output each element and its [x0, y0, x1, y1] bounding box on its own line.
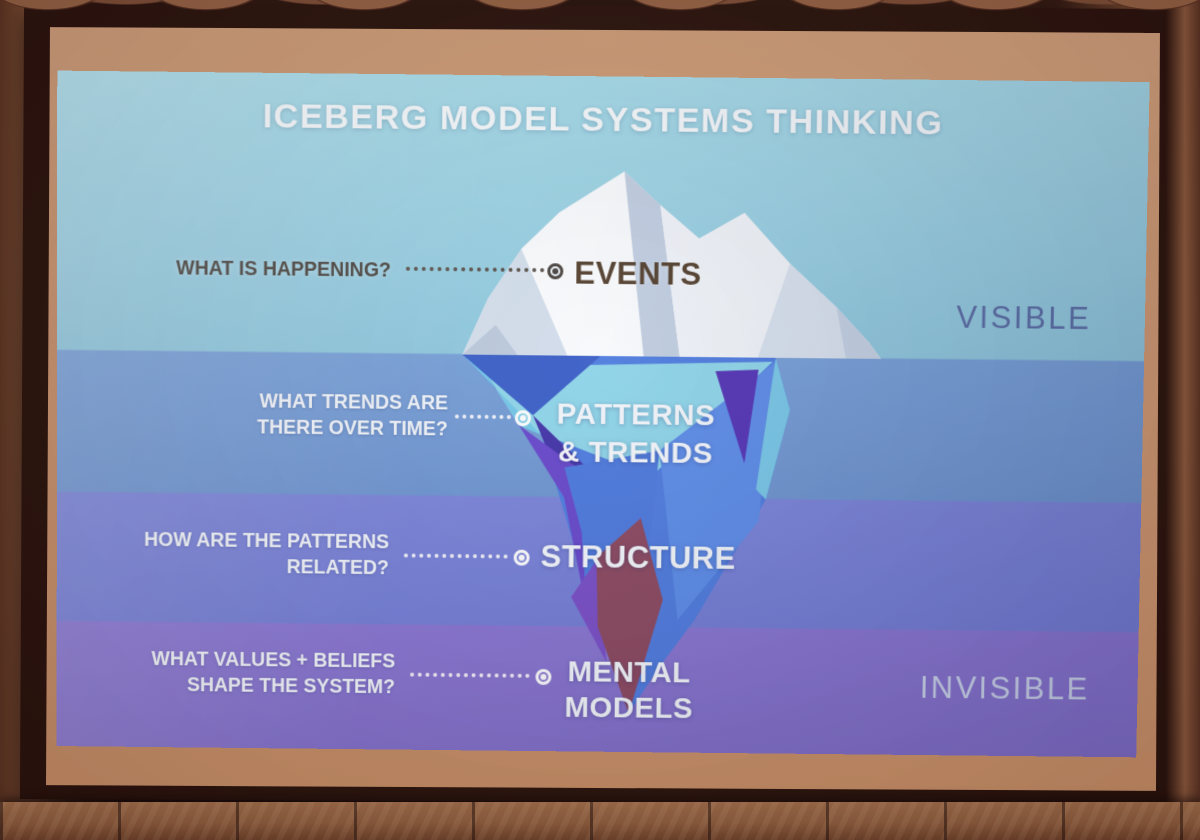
iceberg-above-water: [461, 169, 884, 359]
iceberg-illustration: [459, 169, 884, 716]
invisible-label: INVISIBLE: [919, 670, 1090, 707]
slide-title: ICEBERG MODEL SYSTEMS THINKING: [262, 97, 944, 143]
question-what-is-happening: WHAT IS HAPPENING?: [176, 257, 391, 282]
curtain-bottom-pleats: [0, 802, 1200, 840]
question-how-related: HOW ARE THE PATTERNS RELATED?: [144, 528, 390, 580]
question-what-trends: WHAT TRENDS ARE THERE OVER TIME?: [257, 390, 449, 441]
layer-label-mental-models: MENTAL MODELS: [564, 655, 694, 726]
curtain-left-fold: [0, 0, 30, 840]
layer-label-patterns-trends: PATTERNS & TRENDS: [556, 397, 716, 471]
iceberg-model-slide: ICEBERG MODEL SYSTEMS THINKING: [56, 70, 1150, 758]
dotted-connector: [410, 672, 530, 678]
dotted-connector: [454, 414, 511, 420]
dotted-connector: [403, 553, 508, 559]
connector-dot-icon: [547, 263, 564, 280]
connector-dot-icon: [535, 668, 552, 685]
curtain-right-fold: [1166, 0, 1200, 840]
projector-screen-frame: ICEBERG MODEL SYSTEMS THINKING: [19, 2, 1183, 806]
question-values-beliefs: WHAT VALUES + BELIEFS SHAPE THE SYSTEM?: [151, 648, 396, 699]
layer-label-structure: STRUCTURE: [540, 538, 737, 576]
projector-screen: ICEBERG MODEL SYSTEMS THINKING: [45, 27, 1160, 791]
curtain-top-valance: [0, 0, 1200, 40]
layer-label-events: EVENTS: [574, 255, 702, 292]
connector-dot-icon: [513, 549, 530, 566]
dotted-connector: [405, 266, 545, 273]
visible-label: VISIBLE: [955, 299, 1092, 337]
